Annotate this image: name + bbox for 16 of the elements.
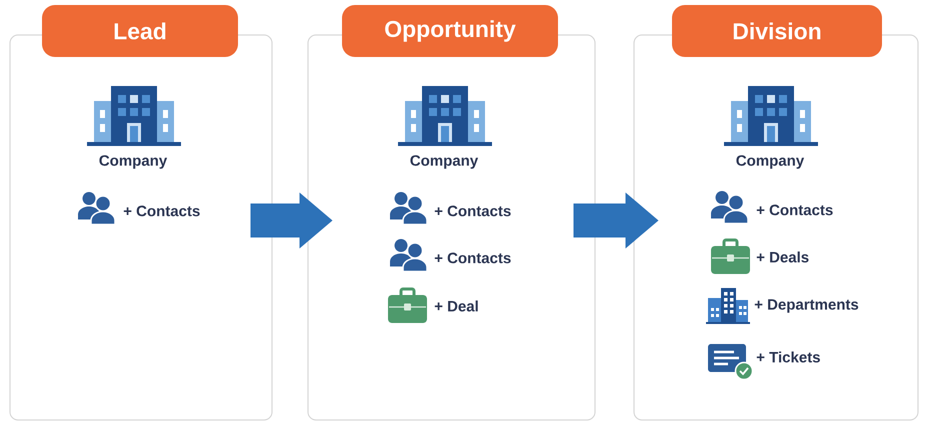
item-label: Company (410, 155, 478, 169)
item-label: + Deal (434, 300, 478, 312)
item-label: + Contacts (756, 204, 833, 216)
block-arrow (250, 192, 332, 248)
item-label: + Contacts (434, 252, 511, 264)
item-label: + Tickets (756, 351, 820, 362)
item-label: + Deals (756, 251, 809, 262)
header-tab: Lead (42, 5, 238, 57)
item-label: Company (736, 155, 804, 169)
header-tab: Opportunity (342, 5, 558, 57)
header-tab: Division (672, 5, 882, 57)
item-label: Company (99, 155, 168, 169)
item-label: + Departments (754, 299, 858, 313)
block-arrow (574, 192, 658, 248)
item-label: + Contacts (434, 206, 511, 216)
item-label: + Contacts (124, 206, 200, 216)
